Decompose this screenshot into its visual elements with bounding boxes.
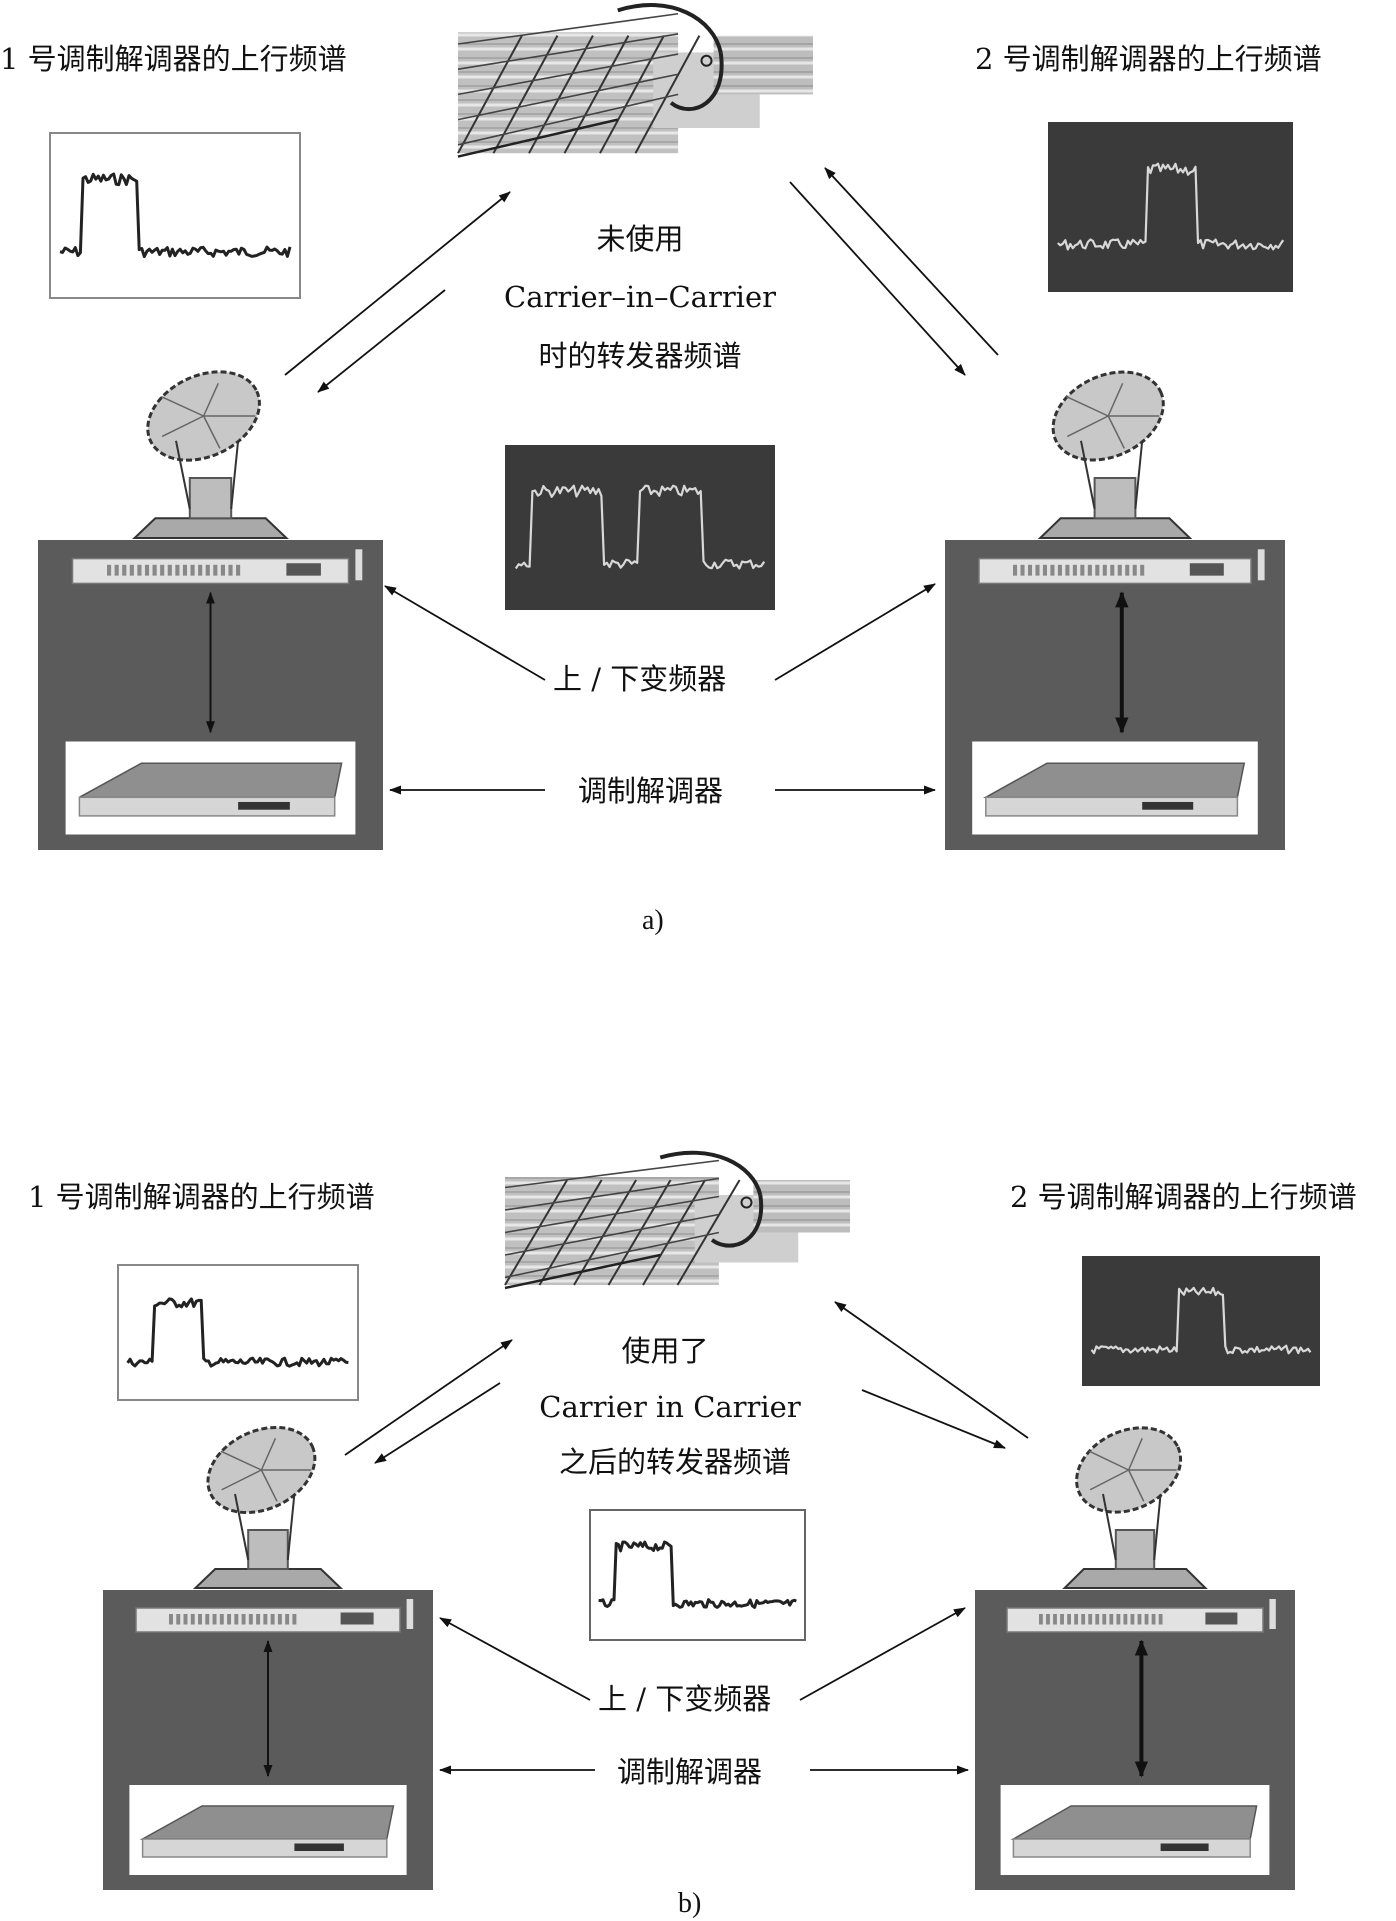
converter-arrow-left [439, 1617, 591, 1701]
modem1-spectrum-display [117, 1264, 359, 1401]
modem-device-icon [65, 741, 356, 835]
uplink-arrow-2 [834, 1301, 1029, 1439]
dish-antenna-icon [192, 1425, 344, 1589]
satellite-icon [457, 3, 813, 158]
center-label-line3: 时的转发器频谱 [538, 339, 742, 373]
earth-station-2 [945, 370, 1285, 850]
downlink-arrow-1 [317, 289, 446, 393]
caption-a: a) [642, 905, 664, 936]
uplink-arrow-1 [284, 191, 511, 376]
dish-antenna-icon [1037, 370, 1193, 539]
uplink-arrow-2 [824, 167, 999, 356]
modem-device-icon [129, 1785, 407, 1875]
modem-device-icon [1000, 1785, 1270, 1875]
uplink-arrow-1 [344, 1339, 513, 1456]
modem2-uplink-spectrum-label: 2 号调制解调器的上行频谱 [975, 42, 1322, 76]
downlink-arrow-1 [374, 1382, 501, 1464]
downlink-arrow-2 [861, 1389, 1006, 1449]
satellite-icon [504, 1150, 850, 1290]
center-label-line2: Carrier–in–Carrier [504, 280, 776, 314]
modem-label: 调制解调器 [617, 1755, 763, 1789]
center-label-line3: 之后的转发器频谱 [558, 1445, 791, 1479]
converter-rack-icon [71, 549, 363, 585]
dish-antenna-icon [132, 370, 289, 539]
converter-label: 上 / 下变频器 [598, 1682, 772, 1716]
converter-arrow-right [799, 1607, 966, 1701]
earth-station-1 [103, 1425, 433, 1890]
transponder-spectrum-display [589, 1509, 806, 1641]
converter-label: 上 / 下变频器 [553, 662, 727, 696]
modem1-spectrum-display [49, 132, 301, 299]
modem-device-icon [972, 741, 1258, 835]
center-label-line1: 未使用 [596, 222, 684, 256]
center-label-line2: Carrier in Carrier [539, 1390, 801, 1424]
converter-rack-icon [1006, 1599, 1276, 1633]
caption-b: b) [678, 1888, 702, 1919]
modem1-uplink-spectrum-label: 1 号调制解调器的上行频谱 [0, 42, 347, 76]
modem2-spectrum-display [1082, 1256, 1320, 1386]
modem2-spectrum-display [1048, 122, 1293, 292]
center-label-line1: 使用了 [621, 1334, 709, 1368]
transponder-spectrum-display [505, 445, 775, 610]
converter-rack-icon [135, 1599, 414, 1633]
modem2-uplink-spectrum-label: 2 号调制解调器的上行频谱 [1010, 1180, 1357, 1214]
modem1-uplink-spectrum-label: 1 号调制解调器的上行频谱 [28, 1180, 375, 1214]
converter-arrow-right [774, 583, 936, 681]
earth-station-1 [38, 370, 383, 850]
downlink-arrow-2 [789, 181, 966, 376]
converter-arrow-left [384, 585, 546, 681]
earth-station-2 [975, 1426, 1295, 1890]
converter-rack-icon [978, 549, 1265, 585]
modem-label: 调制解调器 [578, 774, 724, 808]
dish-antenna-icon [1062, 1426, 1208, 1589]
